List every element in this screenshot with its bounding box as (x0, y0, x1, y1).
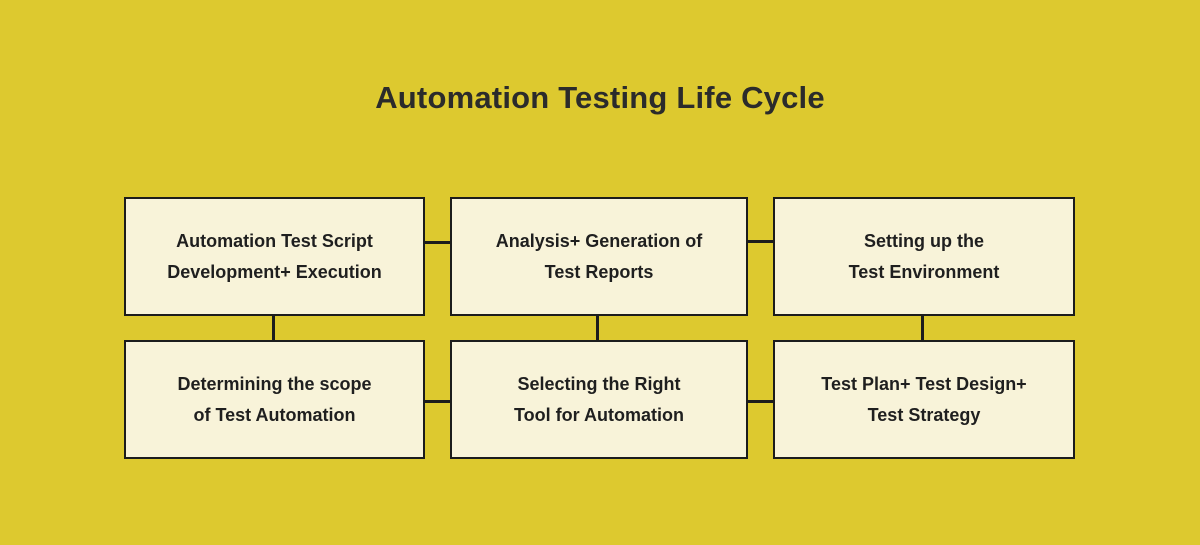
flow-box-label-line: Determining the scope (177, 373, 372, 394)
flow-box-label-line: Test Strategy (867, 404, 981, 425)
diagram-title: Automation Testing Life Cycle (375, 80, 825, 115)
flow-box-label-line: Setting up the (864, 230, 984, 251)
flow-box-selecting-right-tool-for-automation: Selecting the Right Tool for Automation (450, 340, 748, 459)
connector-horizontal-box4-box5 (424, 400, 451, 403)
flow-box-automation-test-script: Automation Test Script Development+ Exec… (124, 197, 425, 316)
connector-horizontal-box1-box2 (424, 241, 451, 244)
connector-vertical-box2-box5 (596, 315, 599, 341)
flow-box-label-line: Automation Test Script (176, 230, 373, 251)
flow-box-label-line: Selecting the Right (517, 373, 681, 394)
connector-vertical-box3-box6 (921, 315, 924, 341)
flow-box-label-line: Development+ Execution (167, 261, 382, 282)
flow-box-analysis-generation-of-test-reports: Analysis+ Generation of Test Reports (450, 197, 748, 316)
flow-box-label-line: Test Environment (848, 261, 1000, 282)
flow-box-label-line: Analysis+ Generation of (495, 230, 703, 251)
flow-box-test-plan-design-strategy: Test Plan+ Test Design+ Test Strategy (773, 340, 1075, 459)
flow-box-label-line: of Test Automation (193, 404, 356, 425)
flow-box-determining-scope-of-test-automation: Determining the scope of Test Automation (124, 340, 425, 459)
connector-horizontal-box5-box6 (747, 400, 774, 403)
flow-box-label-line: Test Plan+ Test Design+ (821, 373, 1027, 394)
flow-box-label-line: Tool for Automation (514, 404, 684, 425)
connector-vertical-box1-box4 (272, 315, 275, 341)
connector-horizontal-box2-box3 (747, 240, 774, 243)
flow-box-label-line: Test Reports (544, 261, 654, 282)
flow-box-setting-up-test-environment: Setting up the Test Environment (773, 197, 1075, 316)
